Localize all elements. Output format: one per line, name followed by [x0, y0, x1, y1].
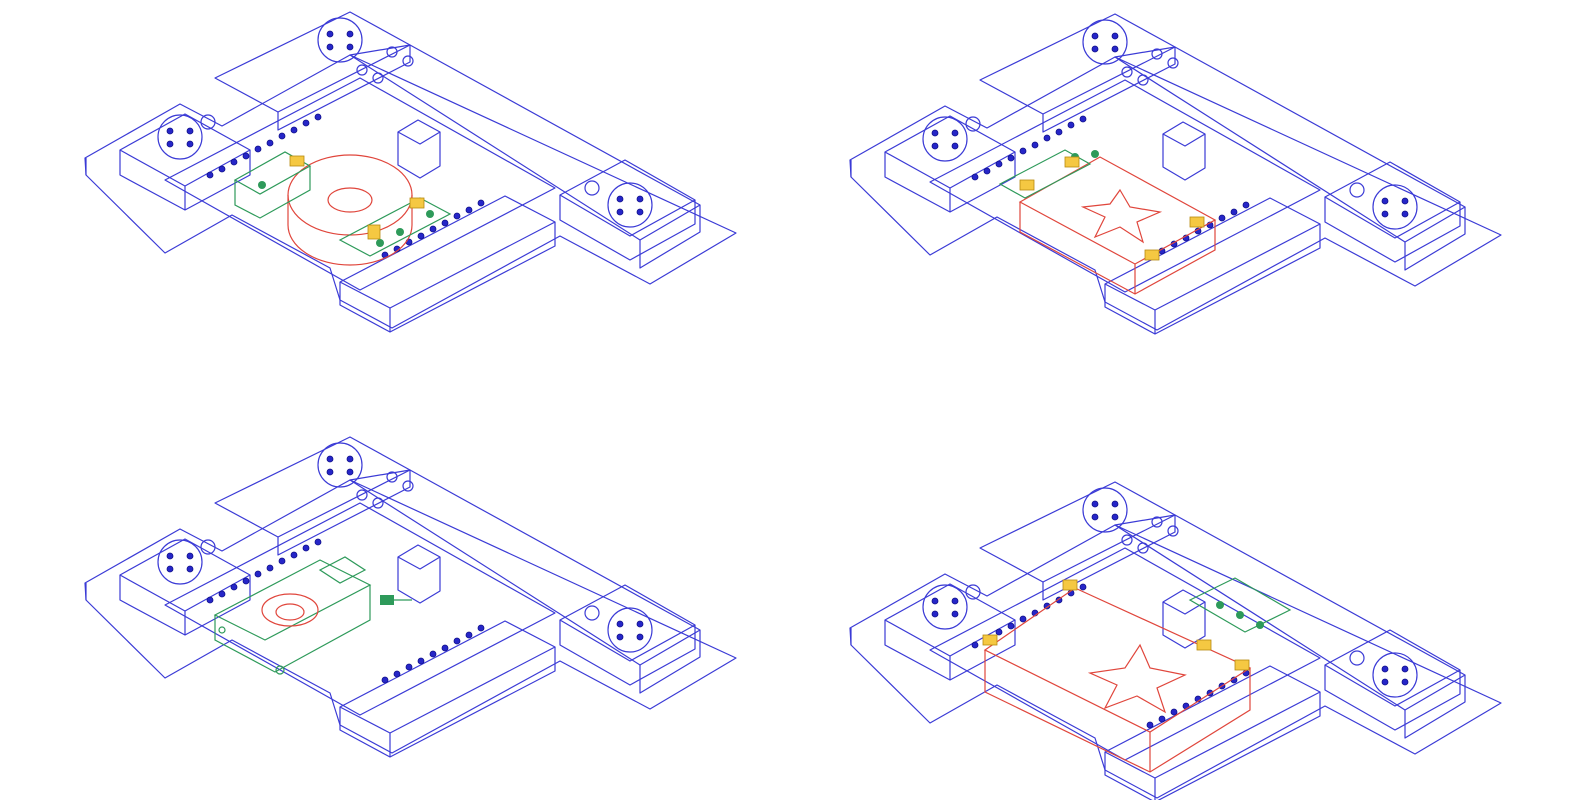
fixture-base [849, 481, 1502, 800]
panel-top-left [84, 11, 737, 333]
clamp-blocks [998, 149, 1205, 261]
large-star-plate-workpiece [983, 587, 1252, 773]
vise-workpiece [213, 556, 412, 675]
star-plate-workpiece [1018, 156, 1217, 295]
fixture-base [849, 13, 1502, 335]
fixture-base [84, 436, 737, 758]
panel-top-right [849, 13, 1502, 335]
panel-bottom-right [849, 481, 1502, 800]
fixture-base [84, 11, 737, 333]
clamp-blocks [982, 577, 1292, 671]
panel-bottom-left [84, 436, 737, 758]
clamp-blocks [233, 151, 452, 257]
ring-workpiece [287, 154, 413, 266]
